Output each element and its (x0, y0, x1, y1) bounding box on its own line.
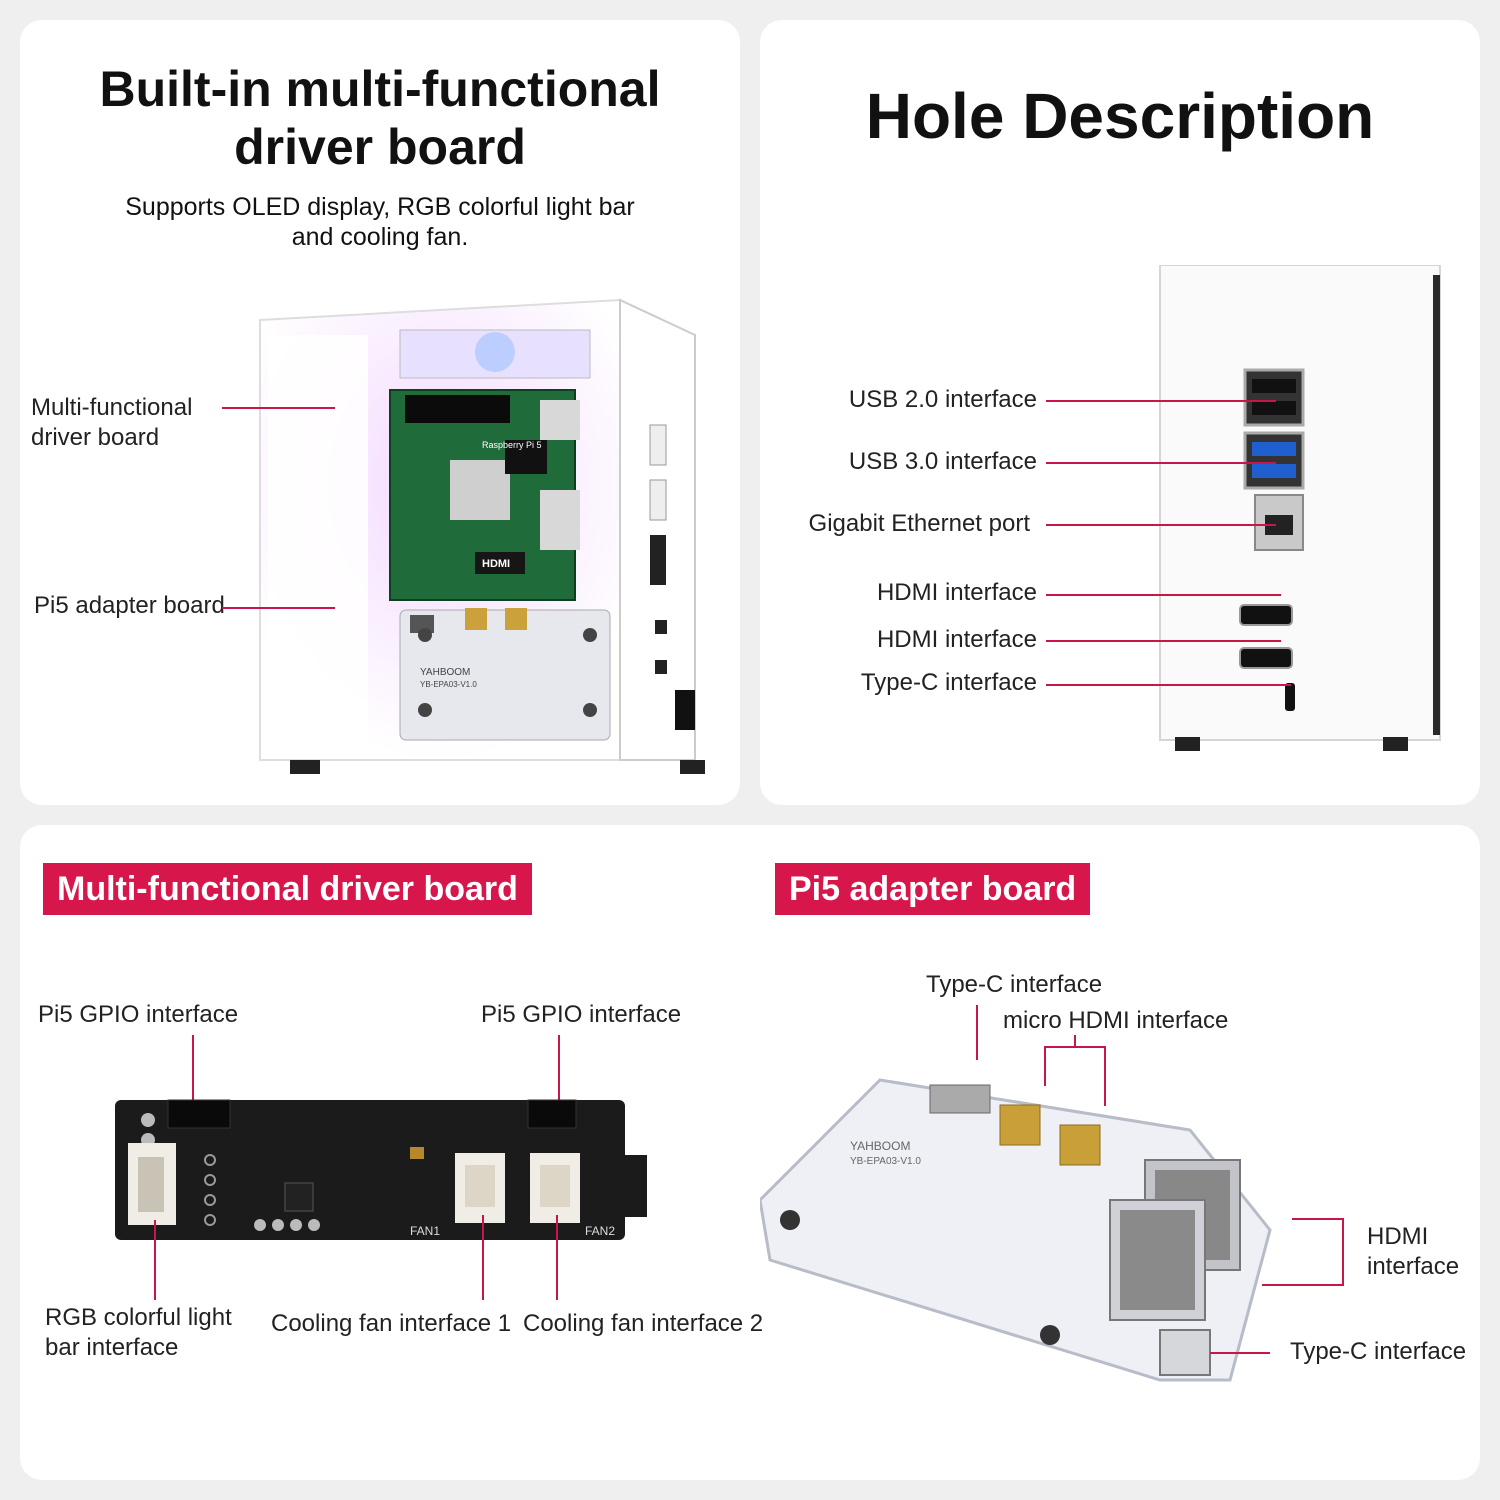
model-silk: YB-EPA03-V1.0 (850, 1156, 921, 1167)
brand-silk: YAHBOOM (850, 1139, 910, 1153)
leader-line (1262, 1284, 1344, 1286)
leader-line (1104, 1046, 1106, 1106)
leader-line (1046, 524, 1276, 526)
panel-title: Hole Description (865, 80, 1375, 152)
leader-line (1044, 1046, 1046, 1086)
label-rgb-bar: RGB colorful light bar interface (45, 1303, 232, 1363)
leader-line (1074, 1035, 1076, 1047)
leader-line (482, 1215, 484, 1300)
leader-line (222, 407, 335, 409)
leader-line (1046, 594, 1281, 596)
label-typec-side: Type-C interface (1290, 1338, 1467, 1365)
label-fan1: Cooling fan interface 1 (271, 1310, 512, 1337)
label-hdmi-line-1: HDMI (1367, 1223, 1429, 1250)
panel-title: Built-in multi-functional driver board (20, 60, 740, 176)
port-label-typec: Type-C interface (860, 669, 1037, 696)
driver-board-panel: Built-in multi-functional driver board S… (20, 20, 740, 805)
hole-description-panel: Hole Description USB 2.0 interface USB 3… (760, 20, 1480, 805)
port-label-usb2: USB 2.0 interface (848, 386, 1037, 413)
label-driver-line-1: Multi-functional (31, 394, 193, 421)
leader-line (154, 1220, 156, 1300)
boards-detail-panel: Multi-functional driver board Pi5 GPIO i… (20, 825, 1480, 1480)
tag-driver-board: Multi-functional driver board (43, 863, 532, 915)
leader-line (1210, 1352, 1270, 1354)
board-label: Raspberry Pi 5 (482, 440, 542, 450)
panel-subtitle: Supports OLED display, RGB colorful ligh… (80, 192, 680, 252)
fan2-silk: FAN2 (585, 1224, 615, 1238)
label-rgb-line-2: bar interface (45, 1334, 179, 1361)
label-driver-line-2: driver board (31, 424, 160, 451)
label-gpio-right: Pi5 GPIO interface (481, 1001, 682, 1028)
port-label-ethernet: Gigabit Ethernet port (808, 510, 1030, 537)
label-micro-hdmi: micro HDMI interface (1003, 1007, 1229, 1034)
case-side-image (1159, 265, 1441, 751)
hdmi-silk: HDMI (482, 558, 510, 570)
leader-line (192, 1035, 194, 1115)
leader-line (976, 1005, 978, 1060)
leader-line (1342, 1218, 1344, 1286)
label-hdmi-line-2: interface (1367, 1253, 1460, 1280)
leader-line (222, 607, 335, 609)
port-label-hdmi-2: HDMI interface (876, 626, 1037, 653)
label-gpio-left: Pi5 GPIO interface (38, 1001, 239, 1028)
leader-line (556, 1215, 558, 1300)
port-label-usb3: USB 3.0 interface (848, 448, 1037, 475)
label-fan2: Cooling fan interface 2 (523, 1310, 764, 1337)
subtitle-line-2: and cooling fan. (291, 223, 469, 251)
label-rgb-line-1: RGB colorful light (45, 1304, 232, 1331)
title-line-1: Built-in multi-functional (99, 61, 661, 117)
leader-line (1046, 462, 1276, 464)
leader-line (1046, 640, 1281, 642)
driver-board-image: FAN1 FAN2 (115, 1099, 647, 1240)
label-typec-top: Type-C interface (926, 971, 1103, 998)
label-driver-board: Multi-functional driver board (31, 393, 192, 453)
tag-adapter-board: Pi5 adapter board (775, 863, 1091, 915)
model-silk: YB-EPA03-V1.0 (420, 680, 477, 689)
label-hdmi: HDMI interface (1367, 1222, 1459, 1282)
subtitle-line-1: Supports OLED display, RGB colorful ligh… (125, 193, 635, 221)
port-label-hdmi-1: HDMI interface (876, 579, 1037, 606)
label-adapter-board: Pi5 adapter board (34, 592, 225, 619)
adapter-board-image: YAHBOOM YB-EPA03-V1.0 (760, 1078, 1272, 1382)
leader-line (1044, 1046, 1106, 1048)
leader-line (1046, 400, 1276, 402)
case-image: Raspberry Pi 5 HDMI YAHBOOM YB-EPA03-V1.… (259, 298, 705, 774)
leader-line (1046, 684, 1291, 686)
leader-line (1292, 1218, 1344, 1220)
title-line-2: driver board (234, 119, 526, 175)
brand-silk: YAHBOOM (420, 667, 470, 678)
fan1-silk: FAN1 (410, 1224, 440, 1238)
leader-line (558, 1035, 560, 1110)
